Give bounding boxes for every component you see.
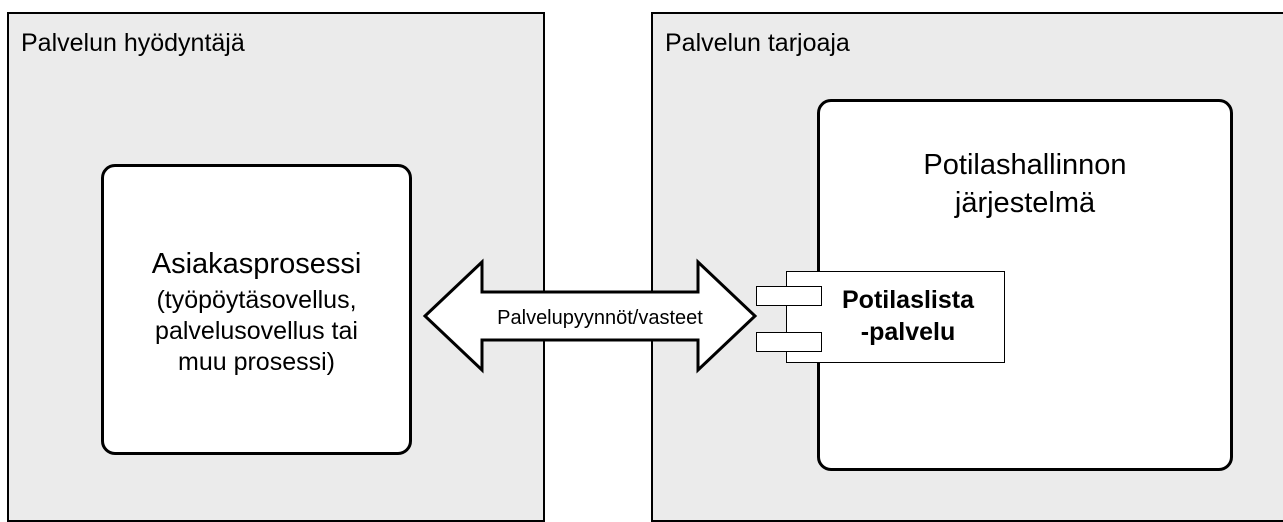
patient-administration-system-title: Potilashallinnon järjestelmä [923, 149, 1127, 219]
arrow-shape [422, 258, 758, 374]
client-process-title: Asiakasprosessi [151, 248, 362, 280]
client-process-box: Asiakasprosessi (työpöytäsovellus, palve… [101, 164, 412, 455]
bidirectional-arrow [422, 258, 758, 374]
component-port-top [756, 286, 822, 306]
service-consumer-label: Palvelun hyödyntäjä [21, 29, 245, 57]
patient-list-service-label: Potilaslista -palvelu [842, 286, 974, 346]
arrow-label: Palvelupyynnöt/vasteet [497, 307, 703, 329]
service-provider-label: Palvelun tarjoaja [665, 29, 850, 57]
patient-list-service-component [786, 271, 1005, 363]
client-process-description: (työpöytäsovellus, palvelusovellus tai m… [155, 286, 358, 376]
component-port-bottom [756, 332, 822, 352]
